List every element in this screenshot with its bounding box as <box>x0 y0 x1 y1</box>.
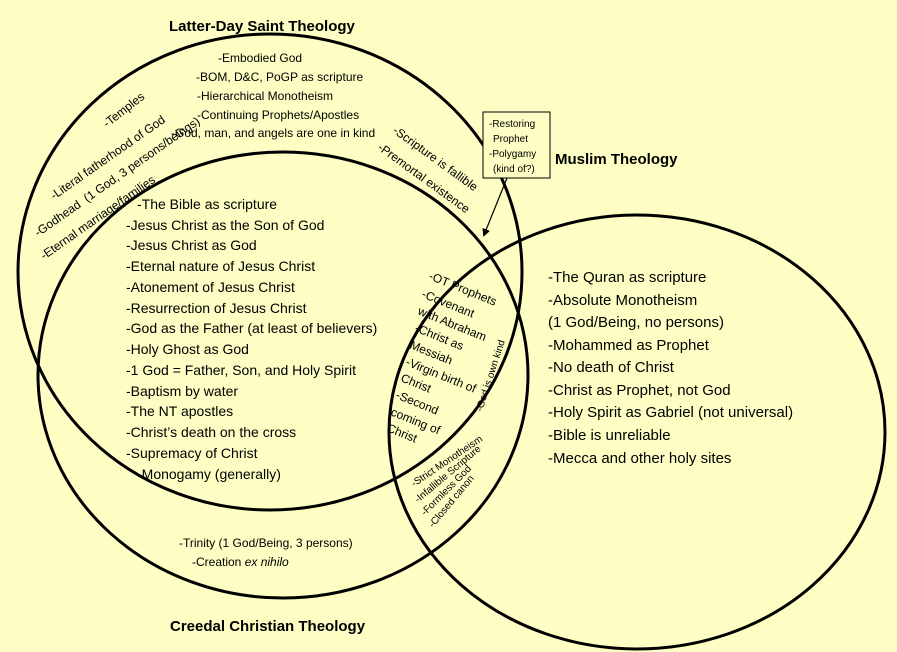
lds-creedal-list: -The Bible as scripture -Jesus Christ as… <box>126 196 377 482</box>
muslim-item: -Christ as Prophet, not God <box>548 382 731 399</box>
shared-item: -Resurrection of Jesus Christ <box>126 300 307 316</box>
muslim-circle <box>387 213 887 651</box>
lds-only-list: -Embodied God -BOM, D&C, PoGP as scriptu… <box>171 51 375 140</box>
creedal-only-list: -Trinity (1 God/Being, 3 persons) -Creat… <box>179 536 353 569</box>
shared-item: -God as the Father (at least of believer… <box>126 320 377 336</box>
callout-line: Prophet <box>493 134 528 145</box>
muslim-item: -Bible is unreliable <box>548 427 671 444</box>
lds-circle <box>16 32 524 512</box>
shared-item: -Holy Ghost as God <box>126 341 249 357</box>
lds-item: -Embodied God <box>218 51 302 65</box>
shared-item: -Jesus Christ as the Son of God <box>126 217 324 233</box>
lds-arc-item: -Temples <box>100 89 147 130</box>
shared-item: -The NT apostles <box>126 403 233 419</box>
lds-item: -Hierarchical Monotheism <box>197 89 333 103</box>
callout-line: -Restoring <box>489 119 535 130</box>
shared-item: -Supremacy of Christ <box>126 445 258 461</box>
shared-item: -1 God = Father, Son, and Holy Spirit <box>126 362 356 378</box>
callout-line: -Polygamy <box>489 149 536 160</box>
muslim-item: -Mohammed as Prophet <box>548 337 710 354</box>
muslim-item: -Absolute Monotheism <box>548 292 697 309</box>
muslim-title: Muslim Theology <box>555 151 678 168</box>
shared-item: -Atonement of Jesus Christ <box>126 279 295 295</box>
muslim-item: (1 God/Being, no persons) <box>548 314 724 331</box>
creedal-item: -Trinity (1 God/Being, 3 persons) <box>179 536 353 550</box>
creedal-circle <box>36 150 530 600</box>
lds-item: -God, man, and angels are one in kind <box>171 126 375 140</box>
callout-line: (kind of?) <box>493 164 535 175</box>
all-three-list: -OT Prophets -Covenant with Abraham -Chr… <box>385 269 499 446</box>
shared-item: -Monogamy (generally) <box>137 466 281 482</box>
callout-arrow <box>482 177 508 237</box>
shared-item: -The Bible as scripture <box>137 196 277 212</box>
muslim-item: -Mecca and other holy sites <box>548 450 731 467</box>
muslim-item: -The Quran as scripture <box>548 269 706 286</box>
shared-item: -Jesus Christ as God <box>126 237 257 253</box>
lds-item: -BOM, D&C, PoGP as scripture <box>196 70 363 84</box>
cm-item: -God is own kind <box>474 339 507 413</box>
lds-right-arc-list: -Scripture is fallible -Premortal existe… <box>375 123 481 216</box>
muslim-only-list: -The Quran as scripture -Absolute Monoth… <box>548 269 793 467</box>
shared-item: -Baptism by water <box>126 383 238 399</box>
creedal-title: Creedal Christian Theology <box>170 618 366 635</box>
lds-title: Latter-Day Saint Theology <box>169 18 356 35</box>
callout: -Restoring Prophet -Polygamy (kind of?) <box>482 111 551 237</box>
shared-item: -Christ’s death on the cross <box>126 424 296 440</box>
creation-italic: ex nihilo <box>245 555 289 569</box>
muslim-item: -No death of Christ <box>548 359 675 376</box>
shared-item: -Eternal nature of Jesus Christ <box>126 258 315 274</box>
muslim-item: -Holy Spirit as Gabriel (not universal) <box>548 404 793 421</box>
creedal-item: -Creation ex nihilo <box>192 555 289 569</box>
lds-item: -Continuing Prophets/Apostles <box>197 108 359 122</box>
creation-prefix: -Creation <box>192 555 245 569</box>
callout-box <box>482 111 551 179</box>
